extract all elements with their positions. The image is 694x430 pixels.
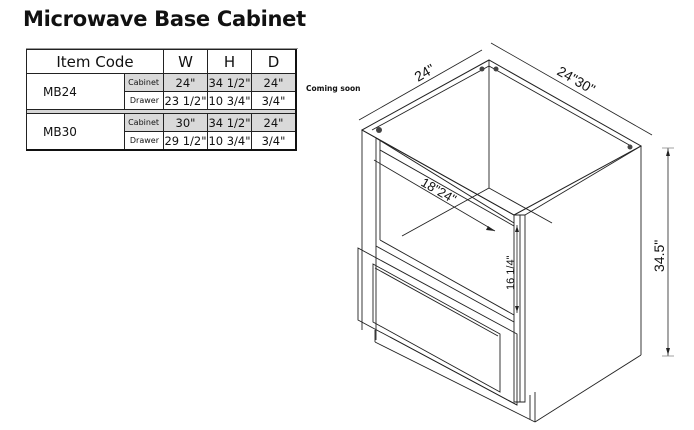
drawer-height: 10 3/4" (207, 131, 252, 151)
cabinet-outline (357, 59, 643, 423)
dimensions-table: Item Code W H D MB24 Cabinet 24" 34 1/2"… (26, 49, 297, 151)
row-kind-label: Cabinet (124, 73, 164, 92)
dimension-arrows (486, 149, 670, 355)
cabinet-depth: 24" (251, 113, 297, 132)
row-kind-label: Cabinet (124, 113, 164, 132)
table-row: MB30 Cabinet 30" 34 1/2" 24" (26, 113, 297, 151)
coming-soon-note: Coming soon (306, 84, 361, 93)
cabinet-width: 24" (163, 73, 208, 92)
header-item-code: Item Code (26, 49, 164, 74)
drawer-width: 29 1/2" (163, 131, 208, 151)
model-code: MB30 (26, 113, 125, 151)
opening-height-label: 16 1/4" (505, 255, 517, 290)
height-dimension-label: 34.5" (651, 240, 667, 272)
dimension-lines (358, 42, 674, 357)
drawer-width: 23 1/2" (163, 91, 208, 110)
cabinet-depth: 24" (251, 73, 297, 92)
opening-width-label: 18"24" (419, 175, 460, 207)
drawer-depth: 3/4" (251, 91, 297, 110)
cabinet-width: 30" (163, 113, 208, 132)
cabinet-height: 34 1/2" (207, 113, 252, 132)
table-header-row: Item Code W H D (26, 49, 297, 74)
corner-brackets (376, 66, 633, 150)
depth-dimension-label: 24" (412, 60, 438, 84)
model-code: MB24 (26, 73, 125, 110)
header-width: W (163, 49, 208, 74)
header-height: H (207, 49, 252, 74)
title-divider (26, 48, 298, 49)
page-title: Microwave Base Cabinet (23, 7, 306, 31)
table-row: Drawer 29 1/2" 10 3/4" 3/4" (27, 131, 297, 151)
drawer-depth: 3/4" (251, 131, 297, 151)
